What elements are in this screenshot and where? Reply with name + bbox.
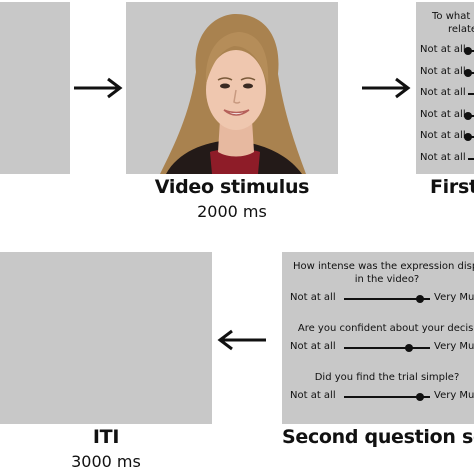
scale-left-label: Not at all (420, 130, 466, 141)
video-stimulus-title: Video stimulus (154, 176, 310, 198)
scale-knob[interactable] (464, 111, 472, 120)
rating-scale[interactable]: Not at all Very Mu (290, 390, 474, 404)
scale-left-label: Not at all (420, 108, 466, 120)
first-question-title: First (430, 176, 474, 198)
scale-left-label: Not at all (290, 390, 336, 401)
question-text: Did you find the trial simple? (314, 372, 460, 383)
blank-screen-panel (0, 2, 70, 174)
scale-left-label: Not at all (420, 151, 466, 163)
woman-face-icon (160, 14, 306, 174)
scale-knob[interactable] (464, 133, 472, 141)
scale-left-label: Not at all (290, 292, 336, 303)
iti-panel (0, 252, 212, 424)
arrow-right-icon (74, 77, 123, 99)
video-stimulus-caption: Video stimulus 2000 ms (126, 176, 338, 221)
arrow-left-icon (217, 329, 266, 351)
iti-duration: 3000 ms (71, 452, 141, 471)
iti-title: ITI (92, 426, 120, 448)
first-rating-scale[interactable]: Not at all (420, 130, 474, 144)
first-question-caption: First (430, 176, 474, 198)
first-rating-scale[interactable]: Not at all (420, 152, 474, 166)
scale-right-label: Very Mu (434, 341, 474, 352)
scale-left-label: Not at all (290, 341, 336, 352)
scale-track (344, 298, 430, 300)
scale-knob[interactable] (464, 68, 472, 77)
scale-track (468, 157, 474, 160)
scale-track (344, 396, 430, 398)
scale-left-label: Not at all (420, 87, 466, 98)
video-stimulus-duration: 2000 ms (197, 202, 267, 221)
scale-knob[interactable] (415, 295, 424, 303)
rating-scale[interactable]: Not at all Very Mu (290, 341, 474, 355)
first-rating-scale[interactable]: Not at all (420, 66, 474, 80)
scale-track (344, 347, 430, 349)
first-rating-scale[interactable]: Not at all (420, 87, 474, 101)
scale-knob[interactable] (415, 393, 424, 401)
scale-track (468, 93, 474, 95)
scale-left-label: Not at all (420, 44, 466, 55)
second-question-caption: Second question scr (282, 426, 474, 448)
arrow-right-icon (362, 77, 411, 99)
video-stimulus-panel (126, 2, 338, 174)
first-rating-scale[interactable]: Not at all (420, 44, 474, 58)
scale-left-label: Not at all (420, 65, 466, 77)
iti-caption: ITI 3000 ms (0, 426, 212, 471)
question-text: Are you confident about your decisi (297, 323, 474, 334)
first-question-text: To what relate (432, 11, 474, 35)
scale-right-label: Very Mu (434, 390, 474, 401)
scale-knob[interactable] (404, 344, 413, 352)
first-rating-scale[interactable]: Not at all (420, 109, 474, 123)
scale-knob[interactable] (464, 47, 472, 55)
rating-scale[interactable]: Not at all Very Mu (290, 292, 474, 306)
second-question-title: Second question scr (282, 426, 474, 448)
scale-right-label: Very Mu (434, 292, 474, 303)
